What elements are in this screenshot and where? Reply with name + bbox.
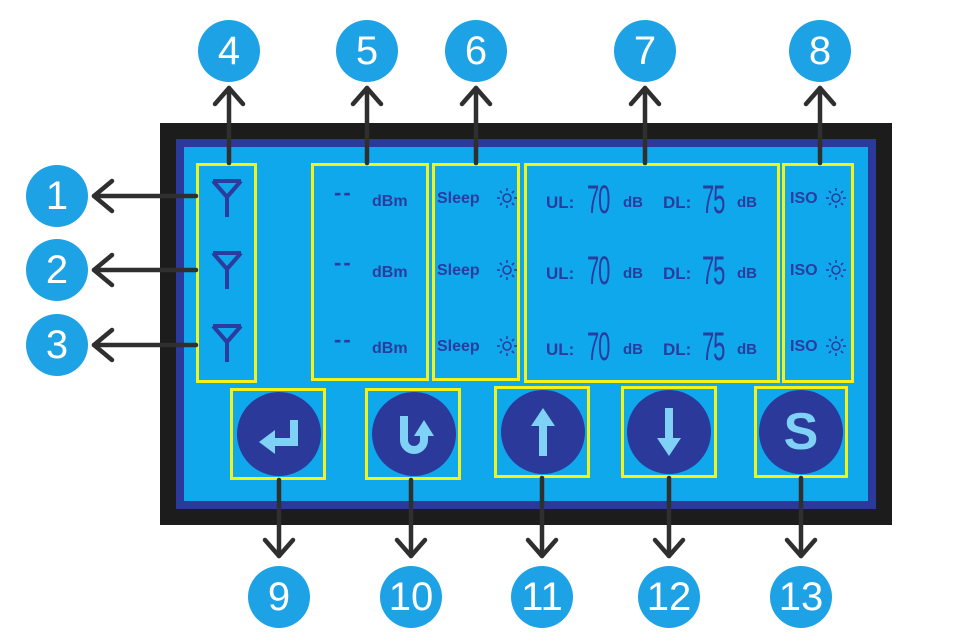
- sleep-label: Sleep: [437, 262, 480, 279]
- dl-value: 75: [702, 249, 725, 293]
- dl-label: DL:: [663, 264, 692, 283]
- enter-button[interactable]: [237, 392, 321, 476]
- sun-icon: [826, 336, 846, 356]
- callout-8: 8: [789, 20, 851, 82]
- signal-dash: --: [334, 250, 353, 275]
- antenna-icon: [211, 251, 243, 289]
- return-button-highlight: [365, 388, 461, 480]
- dl-value: 75: [702, 325, 725, 369]
- callout-11: 11: [511, 566, 573, 628]
- dl-db-label: dB: [737, 265, 757, 282]
- signal-dash: --: [334, 327, 353, 352]
- ul-value: 70: [587, 325, 610, 369]
- dl-db-label: dB: [737, 194, 757, 211]
- s-button-label: S: [783, 403, 819, 461]
- sleep-label: Sleep: [437, 190, 480, 207]
- sun-icon: [826, 260, 846, 280]
- down-button[interactable]: [627, 390, 711, 474]
- sun-icon: [497, 188, 517, 208]
- return-icon: [400, 416, 434, 454]
- ul-db-label: dB: [623, 341, 643, 358]
- callout-10: 10: [380, 566, 442, 628]
- ul-label: UL:: [546, 340, 575, 359]
- callout-12: 12: [638, 566, 700, 628]
- up-button[interactable]: [501, 390, 585, 474]
- callout-7: 7: [614, 20, 676, 82]
- dl-value: 75: [702, 178, 725, 222]
- ul-db-label: dB: [623, 265, 643, 282]
- dbm-label: dBm: [372, 193, 408, 210]
- sun-icon: [497, 260, 517, 280]
- sun-icon: [497, 336, 517, 356]
- antenna-icon: [211, 179, 243, 217]
- ul-label: UL:: [546, 264, 575, 283]
- ul-value: 70: [587, 178, 610, 222]
- callout-6: 6: [445, 20, 507, 82]
- callout-13: 13: [770, 566, 832, 628]
- dl-label: DL:: [663, 340, 692, 359]
- down-arrow-icon: [657, 408, 681, 456]
- iso-label: ISO: [790, 338, 818, 355]
- callout-1: 1: [26, 165, 88, 227]
- antenna-group: [196, 163, 257, 383]
- dbm-label: dBm: [372, 340, 408, 357]
- sleep-label: Sleep: [437, 338, 480, 355]
- ul-label: UL:: [546, 193, 575, 212]
- up-arrow-icon: [531, 408, 555, 456]
- ul-value: 70: [587, 249, 610, 293]
- callout-9: 9: [248, 566, 310, 628]
- callout-2: 2: [26, 239, 88, 301]
- iso-label: ISO: [790, 190, 818, 207]
- iso-group: [782, 163, 854, 383]
- dbm-label: dBm: [372, 264, 408, 281]
- callout-4: 4: [198, 20, 260, 82]
- callout-3: 3: [26, 314, 88, 376]
- signal-group: [311, 163, 429, 381]
- sun-icon: [826, 188, 846, 208]
- callout-5: 5: [336, 20, 398, 82]
- gain-group: [524, 163, 780, 383]
- enter-icon: [259, 420, 298, 454]
- return-button[interactable]: [372, 392, 456, 476]
- antenna-icon: [211, 324, 243, 362]
- ul-db-label: dB: [623, 194, 643, 211]
- iso-label: ISO: [790, 262, 818, 279]
- dl-label: DL:: [663, 193, 692, 212]
- s-button[interactable]: S: [759, 390, 843, 474]
- dl-db-label: dB: [737, 341, 757, 358]
- signal-dash: --: [334, 180, 353, 205]
